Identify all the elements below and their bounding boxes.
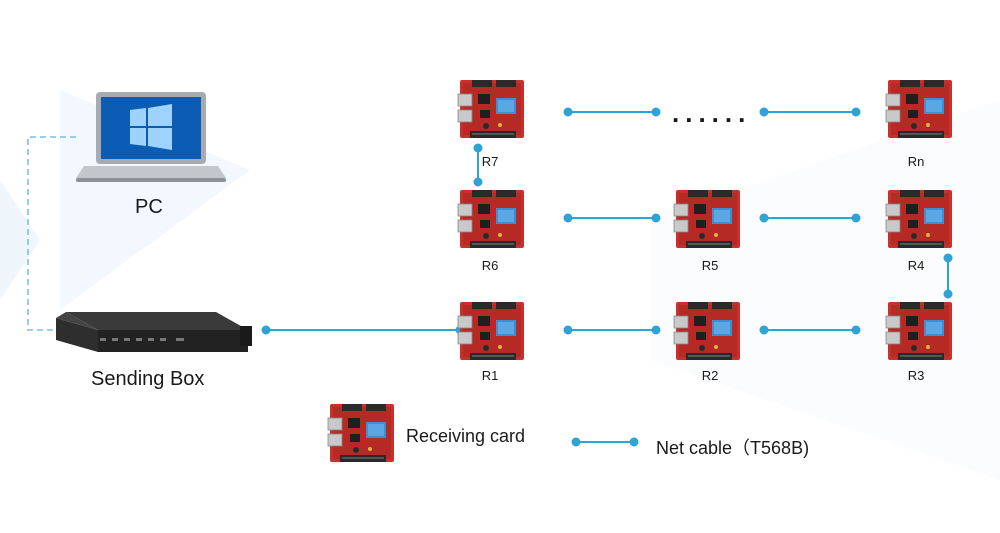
legend-receiving-card-label: Receiving card [406,426,526,446]
chain-ellipsis: ...... [672,98,752,128]
legend-net-cable-label: Net cable（T568B) [656,438,810,458]
receiving-card-r2 [673,301,741,361]
cable-r6-r7 [473,143,483,187]
cable-box-r1 [261,325,465,335]
card-label-r7: R7 [481,154,499,169]
receiving-card-r3 [885,301,953,361]
cable-r2-r3 [759,325,861,335]
card-label-r1: R1 [481,368,499,383]
card-label-r3: R3 [907,368,925,383]
receiving-card-r7 [457,79,525,139]
receiving-card-r4 [885,189,953,249]
card-label-r5: R5 [701,258,719,273]
receiving-card-r5 [673,189,741,249]
cable-r5-r6 [563,213,661,223]
sending-box-icon [56,312,252,352]
pc-label: PC [135,196,163,218]
card-label-r6: R6 [481,258,499,273]
receiving-card-r1 [457,301,525,361]
cable-r3-r4 [943,253,953,299]
card-label-rn: Rn [907,154,925,169]
pc-to-box-dashed-link [27,136,76,331]
receiving-card-rn [885,79,953,139]
legend-receiving-card-icon [327,403,395,463]
cable-r7-dots [563,107,661,117]
cable-r4-r5 [759,213,861,223]
card-label-r4: R4 [907,258,925,273]
card-label-r2: R2 [701,368,719,383]
legend-net-cable-sample [571,437,639,447]
receiving-card-r6 [457,189,525,249]
cable-r1-r2 [563,325,661,335]
pc-laptop-icon [76,92,226,182]
sending-box-label: Sending Box [91,368,205,390]
cable-dots-rn [759,107,861,117]
